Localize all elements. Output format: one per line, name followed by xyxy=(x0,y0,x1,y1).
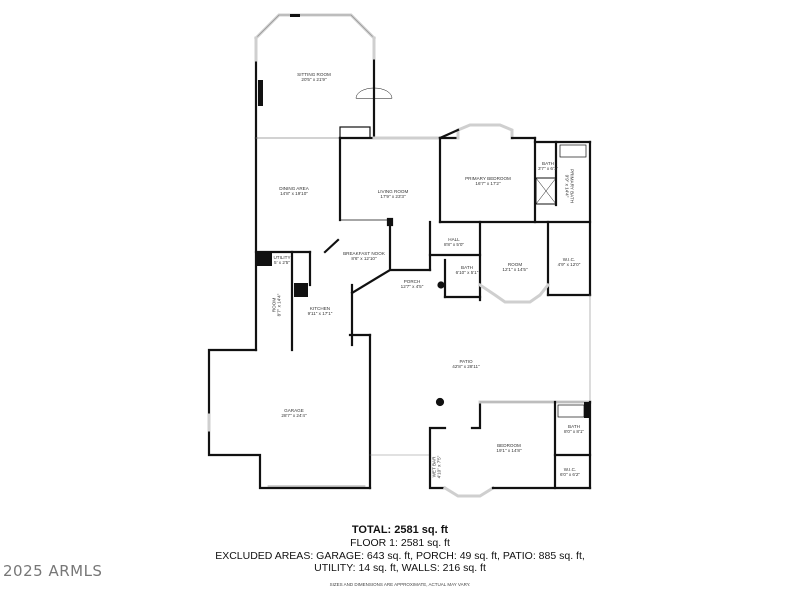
excluded-areas: EXCLUDED AREAS: GARAGE: 643 sq. ft, PORC… xyxy=(215,549,585,562)
total-area: TOTAL: 2581 sq. ft xyxy=(351,524,449,536)
disclaimer: SIZES AND DIMENSIONS ARE APPROXIMATE, AC… xyxy=(329,581,471,587)
floor1-area: FLOOR 1: 2581 sq. ft xyxy=(350,537,450,549)
sitting-room-walls xyxy=(253,13,393,140)
excluded-areas-cont: UTILITY: 14 sq. ft, WALLS: 216 sq. ft xyxy=(314,562,486,574)
area-summary: TOTAL: 2581 sq. ft FLOOR 1: 2581 sq. ft … xyxy=(0,524,800,589)
room-label: W.I.C.6'0" x 6'2" xyxy=(559,467,581,478)
room-label: W.I.C.4'9" x 12'0" xyxy=(557,257,581,268)
watermark: 2025 ARMLS xyxy=(3,562,103,580)
